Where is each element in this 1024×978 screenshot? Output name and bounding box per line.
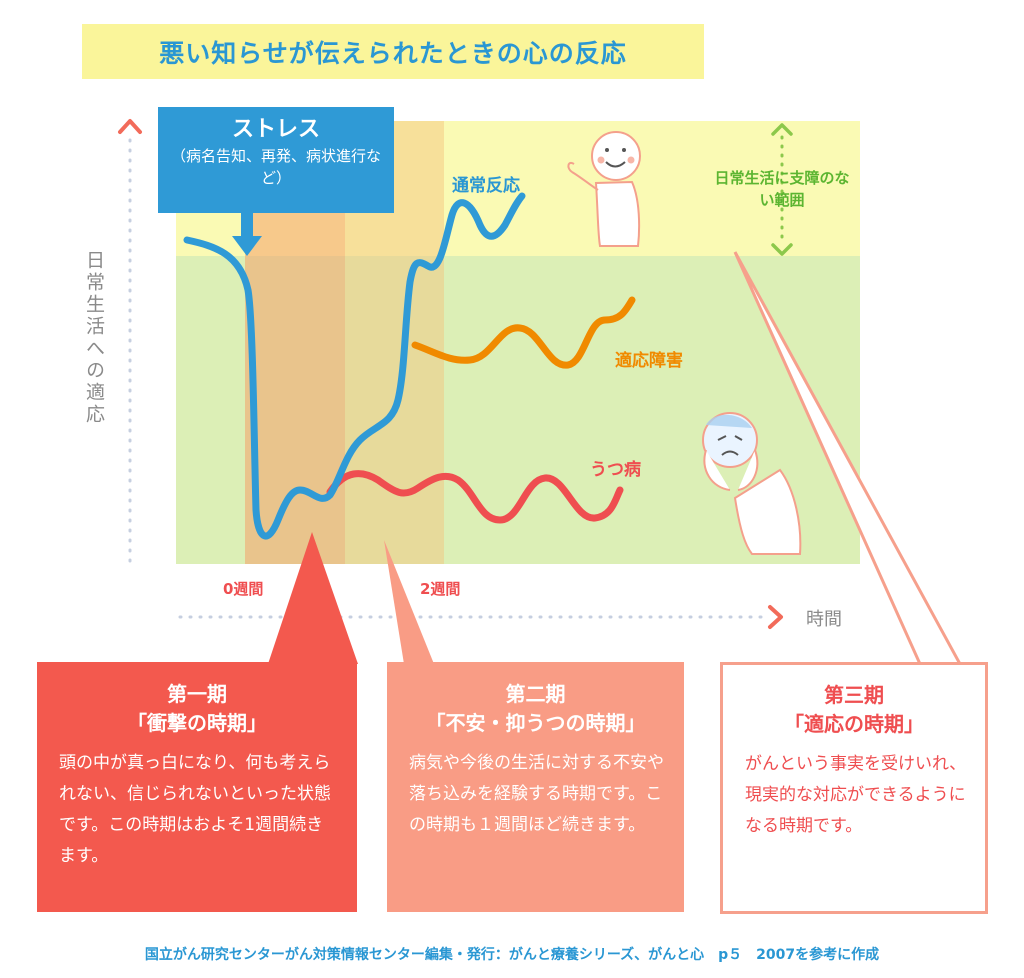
phase1-title: 第一期: [167, 682, 227, 706]
normal-curve-label: 通常反応: [452, 176, 520, 196]
adjustment-curve: [411, 296, 636, 369]
stress-subtitle: （病名告知、再発、病状進行など）: [170, 147, 381, 187]
phase3-subtitle: 「適応の時期」: [784, 712, 924, 736]
x-axis-arrow-icon: [768, 605, 783, 629]
y-axis-label: 日常生活への適応: [83, 250, 105, 426]
phase2-body: 病気や今後の生活に対する不安や落ち込みを経験する時期です。この時期も１週間ほど続…: [409, 753, 664, 835]
phase3-title: 第三期: [824, 683, 884, 707]
zone-arrow-up-icon: [771, 123, 793, 136]
distressed-person-icon: [702, 412, 802, 555]
title-text: 悪い知らせが伝えられたときの心の反応: [159, 38, 627, 68]
depression-curve-label: うつ病: [590, 460, 641, 480]
phase2-box: 第二期 「不安・抑うつの時期」 病気や今後の生活に対する不安や落ち込みを経験する…: [387, 662, 684, 912]
phase2-subtitle: 「不安・抑うつの時期」: [425, 711, 646, 735]
stress-arrow-head-icon: [232, 236, 262, 256]
phase2-title: 第二期: [505, 682, 566, 706]
week2-label: 2週間: [420, 580, 461, 598]
normal-curve: [183, 192, 526, 540]
adjustment-curve-label: 適応障害: [615, 351, 683, 371]
week0-label: 0週間: [223, 580, 264, 598]
y-axis-arrow-icon: [118, 119, 142, 134]
phase2-pointer: [384, 540, 434, 664]
phase3-box: 第三期 「適応の時期」 がんという事実を受けいれ、現実的な対応ができるようになる…: [720, 662, 988, 914]
stress-title: ストレス: [231, 117, 320, 142]
depression-curve: [326, 470, 624, 524]
page-title: 悪い知らせが伝えられたときの心の反応: [82, 24, 704, 79]
source-footer: 国立がん研究センターがん対策情報センター編集・発行：がんと療養シリーズ、がんと心…: [144, 947, 880, 963]
x-axis-label: 時間: [806, 609, 842, 630]
smiling-person-icon: [567, 131, 641, 247]
stress-box: ストレス （病名告知、再発、病状進行など）: [158, 107, 394, 213]
phase1-subtitle: 「衝撃の時期」: [127, 711, 267, 735]
phase1-box: 第一期 「衝撃の時期」 頭の中が真っ白になり、何も考えられない、信じられないとい…: [37, 662, 357, 912]
stress-arrow-shaft: [241, 212, 253, 238]
phase1-body: 頭の中が真っ白になり、何も考えられない、信じられないといった状態です。この時期は…: [59, 753, 331, 866]
normal-zone-label: 日常生活に支障のない範囲: [714, 169, 850, 209]
phase1-pointer: [268, 532, 358, 664]
phase3-body: がんという事実を受けいれ、現実的な対応ができるようになる時期です。: [745, 754, 967, 836]
zone-arrow-down-icon: [771, 243, 793, 256]
